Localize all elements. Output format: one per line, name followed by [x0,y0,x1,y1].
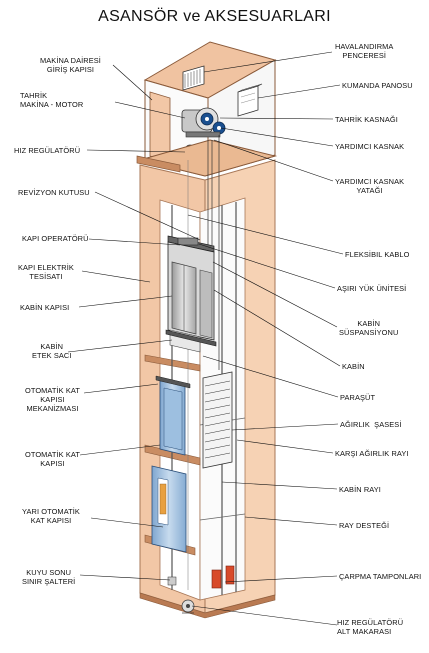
label-counterweight-frame: AĞIRLIK ŞASESİ [340,420,402,429]
label-traction-sheave: TAHRİK KASNAĞI [335,115,398,124]
label-cabin-rail: KABİN RAYI [339,485,381,494]
label-cabin: KABİN [342,362,365,371]
semi-automatic-landing-door [151,465,187,553]
label-inspection-box: REVİZYON KUTUSU [18,188,90,197]
label-governor-tension-pulley: HIZ REGÜLATÖRÜ ALT MAKARASI [337,618,404,637]
control-panel [237,83,263,117]
machine-room [136,41,277,177]
label-door-operator: KAPI OPERATÖRÜ [22,234,89,243]
label-rail-bracket: RAY DESTEĞİ [339,521,390,530]
label-traction-machine-motor: TAHRİK MAKİNA - MOTOR [20,91,84,110]
label-safety-gear: PARAŞÜT [340,393,376,402]
label-overload-unit: AŞIRI YÜK ÜNİTESİ [337,284,407,293]
label-automatic-landing-door-mechanism: OTOMATİK KAT KAPISI MEKANİZMASI [25,386,80,414]
callout-lines [67,51,344,626]
label-cabin-suspension: KABİN SÜSPANSİYONU [339,319,399,338]
label-cabin-apron: KABİN ETEK SACI [32,342,72,361]
label-pit-limit-switch: KUYU SONU SINIR ŞALTERİ [22,568,76,587]
pit-equipment [167,565,235,614]
automatic-landing-door [155,375,191,456]
label-machine-room-entrance-door: MAKİNA DAİRESİ GİRİŞ KAPISI [40,56,101,75]
label-buffers: ÇARPMA TAMPONLARI [339,572,422,581]
diagram-title: ASANSÖR ve AKSESUARLARI [98,8,331,25]
elevator-cabin [165,235,217,353]
label-cabin-door: KABİN KAPISI [20,303,70,312]
label-flexible-cable: FLEKSİBIL KABLO [345,250,410,259]
label-semi-automatic-landing-door: YARI OTOMATİK KAT KAPISI [22,507,80,526]
label-auxiliary-sheave-bearing: YARDIMCI KASNAK YATAĞI [335,177,405,196]
label-door-electrical-installation: KAPI ELEKTRİK TESİSATI [18,263,74,282]
traction-machine [181,107,226,138]
label-speed-governor: HIZ REGÜLATÖRÜ [14,146,81,155]
label-counterweight-rail: KARŞI AĞIRLIK RAYI [335,449,409,458]
counterweight [202,371,233,469]
ventilation-window [182,65,205,91]
label-automatic-landing-door: OTOMATİK KAT KAPISI [25,450,80,469]
label-ventilation-window: HAVALANDIRMA PENCERESİ [335,42,394,61]
label-control-panel: KUMANDA PANOSU [342,81,413,90]
label-auxiliary-sheave: YARDIMCI KASNAK [335,142,405,151]
